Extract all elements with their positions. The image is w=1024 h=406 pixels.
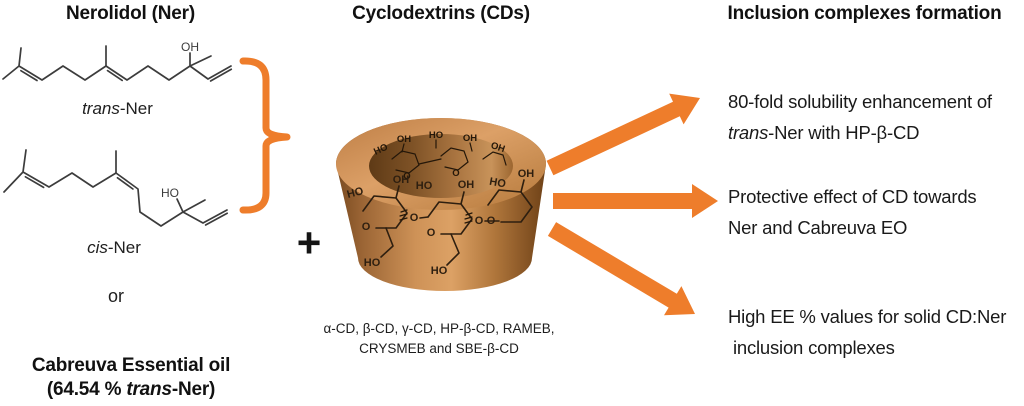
o-label: O: [452, 168, 459, 179]
cabreuva-line2-post: -Ner): [171, 379, 216, 400]
middle-column-title: Cyclodextrins (CDs): [352, 3, 530, 24]
outcome-text: -Ner with HP-β-CD: [768, 122, 920, 143]
ho-label: HO: [431, 265, 448, 277]
o-label: O: [427, 227, 436, 239]
oh-label: OH: [458, 179, 475, 191]
or-text: or: [107, 286, 124, 306]
ho-label: HO: [416, 180, 433, 192]
outcome-text: 80-fold solubility enhancement of: [728, 91, 992, 112]
oh-label: OH: [397, 134, 411, 145]
ho-label: HO: [364, 257, 381, 269]
arrow-middle-icon: [553, 184, 718, 218]
plus-sign: +: [296, 219, 322, 266]
outcome-text-italic: trans: [728, 122, 769, 143]
ho-label: HO: [161, 186, 179, 200]
arrow-bottom-icon: [547, 222, 695, 316]
oh-label: OH: [393, 174, 410, 186]
o-label: O: [362, 221, 371, 233]
o-label: O: [403, 171, 410, 182]
curly-brace-icon: [239, 57, 291, 214]
o-label: O: [475, 215, 484, 227]
cis-ner-label-italic: cis: [87, 238, 108, 257]
o-label: O: [410, 212, 419, 224]
trans-ner-structure: OH: [2, 40, 233, 82]
cabreuva-title: Cabreuva Essential oil (64.54 % trans-Ne…: [0, 354, 262, 402]
right-column-title: Inclusion complexes formation: [727, 3, 1002, 24]
cabreuva-line2-pre: (64.54 %: [46, 379, 127, 400]
cup-inner-structures: OH HO OH HO OH O O: [372, 130, 507, 182]
oh-label: OH: [489, 140, 506, 155]
cabreuva-line2-italic: trans: [126, 379, 172, 400]
cabreuva-line1: Cabreuva Essential oil: [31, 355, 231, 376]
ho-label: HO: [372, 142, 390, 158]
ho-label: HO: [346, 185, 365, 201]
ho-label: HO: [429, 130, 443, 141]
ho-label: HO: [488, 176, 507, 191]
outcome-line: Protective effect of CD towards: [728, 181, 1024, 212]
outcome-protective: Protective effect of CD towards Ner and …: [728, 181, 1024, 243]
left-column-title: Nerolidol (Ner): [66, 3, 195, 24]
cd-list-line2: CRYSMEB and SBE-β-CD: [359, 341, 519, 356]
arrow-top-icon: [546, 93, 700, 176]
outcome-line: 80-fold solubility enhancement of: [728, 86, 1024, 117]
cis-ner-label: cis-Ner: [0, 238, 228, 258]
outcome-line: Ner and Cabreuva EO: [728, 212, 1024, 243]
outcome-text: Protective effect of CD towards: [728, 186, 977, 207]
cabreuva-line2: (64.54 % trans-Ner): [0, 378, 262, 402]
cyclodextrin-cup-illustration: OH HO OH HO OH O O O O O OH OH OH: [336, 118, 546, 291]
cd-list-caption: α-CD, β-CD, γ-CD, HP-β-CD, RAMEB, CRYSME…: [310, 319, 568, 359]
outcome-text: inclusion complexes: [728, 337, 895, 358]
cis-ner-label-rest: -Ner: [107, 238, 141, 257]
cis-ner-structure: HO: [3, 149, 229, 227]
outcome-arrows: [546, 93, 718, 316]
outcome-text: High EE % values for solid CD:Ner: [728, 306, 1007, 327]
cd-list-line1: α-CD, β-CD, γ-CD, HP-β-CD, RAMEB,: [323, 321, 555, 336]
trans-ner-label: trans-Ner: [0, 99, 235, 119]
outcome-line: inclusion complexes: [728, 332, 1024, 363]
outcome-solubility: 80-fold solubility enhancement of trans-…: [728, 86, 1024, 148]
cup-front-structures: O O O OH OH OH HO HO HO O O HO: [346, 168, 535, 277]
oh-label: OH: [518, 168, 535, 180]
outcome-line: High EE % values for solid CD:Ner: [728, 301, 1024, 332]
outcome-ee-values: High EE % values for solid CD:Ner inclus…: [728, 301, 1024, 363]
trans-ner-label-rest: -Ner: [119, 99, 153, 118]
outcome-line: trans-Ner with HP-β-CD: [728, 117, 1024, 148]
trans-ner-label-italic: trans: [82, 99, 120, 118]
outcome-text: Ner and Cabreuva EO: [728, 217, 908, 238]
oh-label: OH: [463, 133, 477, 144]
oh-label: OH: [181, 40, 199, 54]
